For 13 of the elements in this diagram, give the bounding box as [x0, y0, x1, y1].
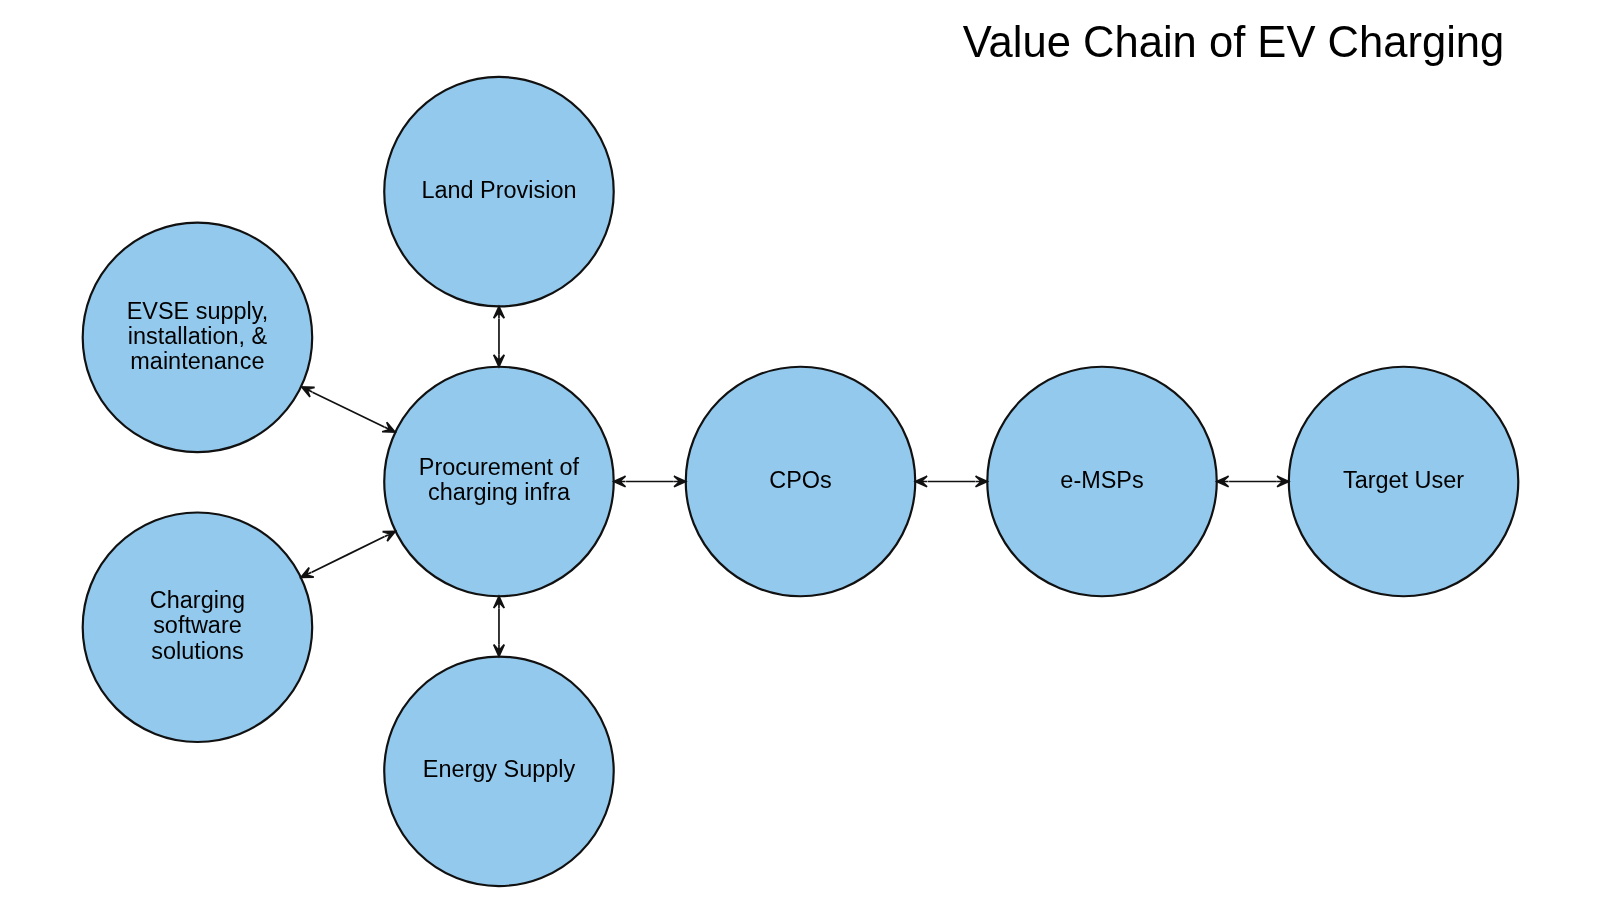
arrow [492, 305, 505, 368]
arrow [1215, 475, 1290, 488]
node-circle: CPOs [684, 365, 916, 598]
node-circle: Target User [1287, 365, 1519, 598]
arrow [300, 386, 396, 433]
diagram-title: Value Chain of EV Charging [962, 17, 1504, 66]
arrow [299, 530, 396, 579]
node-circle: Energy Supply [382, 655, 615, 888]
node-circle: Land Provision [382, 75, 615, 308]
arrow [492, 595, 505, 658]
arrow [914, 475, 988, 488]
arrow [612, 475, 687, 488]
node-circle: e-MSPs [985, 365, 1218, 598]
